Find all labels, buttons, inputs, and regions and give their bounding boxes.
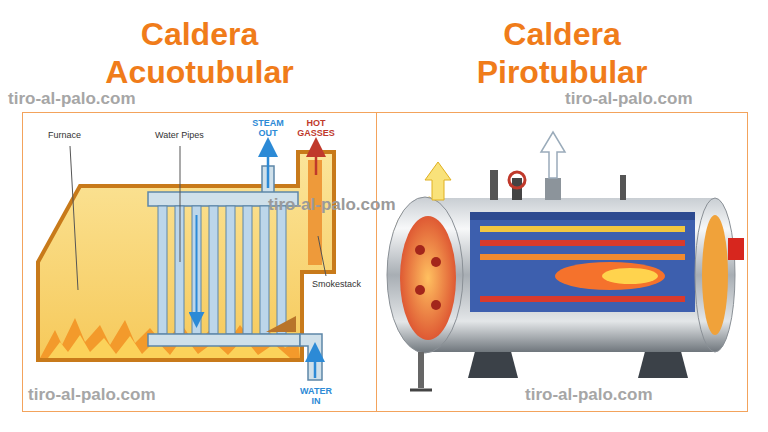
label-holder: tiro-al-palo.com: [525, 386, 695, 404]
fitting: [490, 170, 498, 200]
drain-handle: [410, 389, 432, 392]
burner: [728, 238, 744, 260]
water-tubes: [158, 206, 286, 334]
fitting: [620, 175, 626, 200]
tube-end: [415, 285, 425, 295]
water-tubes-part: [260, 206, 269, 334]
fire-tube: [480, 296, 685, 302]
label-holder: tiro-al-palo.com: [8, 90, 178, 108]
water-tubes-part: [158, 206, 167, 334]
label-holder: STEAM OUT: [250, 118, 286, 138]
watermark: tiro-al-palo.com: [268, 196, 438, 214]
steam-outlet: [545, 178, 561, 200]
water-tubes-part: [226, 206, 235, 334]
label-holder: Water Pipes: [155, 130, 225, 140]
boiler-panel: Caldera Acuotubular: [22, 112, 377, 412]
label-holder: HOT GASSES: [294, 118, 338, 138]
panel-title: Caldera Acuotubular: [80, 15, 320, 91]
part-label: Smokestack: [312, 279, 372, 289]
flow-label: WATER IN: [298, 386, 334, 406]
rear-chamber: [702, 215, 728, 335]
water-tubes-part: [209, 206, 218, 334]
furnace-wall: [38, 152, 334, 360]
water-tubes-part: [192, 206, 201, 334]
leader-line: [318, 236, 326, 276]
panel-title: Caldera Pirotubular: [442, 15, 682, 91]
mud-drum: [148, 334, 300, 346]
flow-label: STEAM OUT: [250, 118, 286, 138]
label-holder: Furnace: [48, 130, 98, 140]
water-tubes-part: [196, 215, 198, 320]
leader-line: [180, 146, 181, 262]
tube-end: [431, 257, 441, 267]
cutaway: [470, 212, 695, 312]
title-holder: Caldera Acuotubular: [80, 15, 320, 91]
title-holder: Caldera Pirotubular: [442, 15, 682, 91]
hot-gas-arrow: [315, 147, 318, 175]
watermark: tiro-al-palo.com: [565, 90, 735, 108]
label-holder: Smokestack: [312, 279, 372, 289]
water-tubes-part: [243, 206, 252, 334]
boiler-panel: Caldera Pirotubular: [376, 112, 748, 412]
water-in-arrow: [314, 352, 317, 378]
watermark: tiro-al-palo.com: [8, 90, 178, 108]
cutaway-top: [470, 212, 695, 220]
front-chamber: [400, 216, 456, 340]
fire-tube: [480, 226, 685, 232]
exhaust-arrow: [425, 162, 451, 200]
flame: [555, 262, 665, 290]
flame: [602, 268, 658, 284]
part-label: Furnace: [48, 130, 98, 140]
rear-head: [695, 198, 735, 352]
leader-line: [70, 146, 78, 290]
shell: [425, 198, 715, 352]
fire-tube-boiler: [387, 132, 744, 390]
tube-end: [415, 245, 425, 255]
steam-out-arrow: [267, 147, 270, 188]
hand-wheel: [509, 172, 525, 188]
feed-pipe: [300, 334, 322, 380]
label-holder: WATER IN: [298, 386, 334, 406]
water-tubes-part: [277, 206, 286, 334]
steam-arrow: [541, 132, 565, 178]
label-holder: tiro-al-palo.com: [268, 196, 438, 214]
drain-pipe: [418, 352, 424, 388]
front-head: [387, 197, 463, 353]
fire-tube: [480, 254, 685, 260]
fire-tube: [480, 240, 685, 246]
water-tube-boiler: [38, 146, 334, 380]
baffle: [266, 316, 296, 332]
watermark: tiro-al-palo.com: [525, 386, 695, 404]
part-label: Water Pipes: [155, 130, 225, 140]
tube-end: [431, 300, 441, 310]
flow-label: HOT GASSES: [294, 118, 338, 138]
watermark: tiro-al-palo.com: [28, 386, 198, 404]
label-holder: tiro-al-palo.com: [28, 386, 198, 404]
label-holder: tiro-al-palo.com: [565, 90, 735, 108]
